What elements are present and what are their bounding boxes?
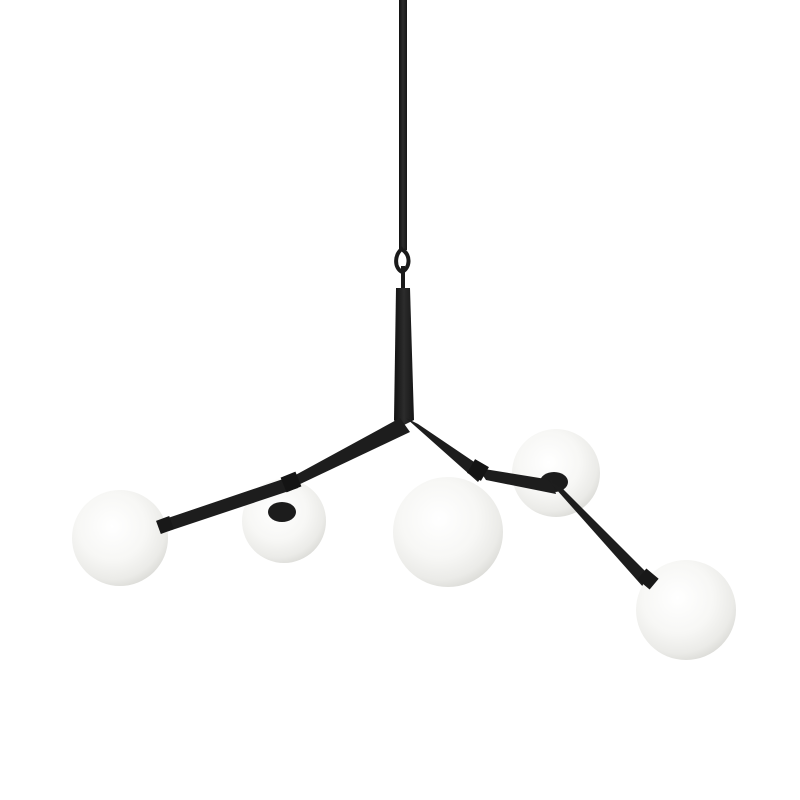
globe-right [636, 560, 736, 660]
globe-center [393, 477, 503, 587]
right-arm-outer [548, 480, 654, 588]
right-arm-joint [467, 459, 489, 481]
right-arm-mid [478, 468, 556, 494]
globe-left [72, 490, 174, 586]
hanging-hook [394, 246, 411, 290]
left-arm-joint [280, 471, 302, 493]
ceiling-rod [399, 0, 407, 250]
central-stem [394, 288, 414, 428]
right-arm [406, 418, 486, 482]
globe-back-left [242, 479, 326, 563]
globe-back-right [512, 429, 600, 517]
left-arm-outer [162, 476, 298, 532]
left-arm [290, 418, 410, 486]
